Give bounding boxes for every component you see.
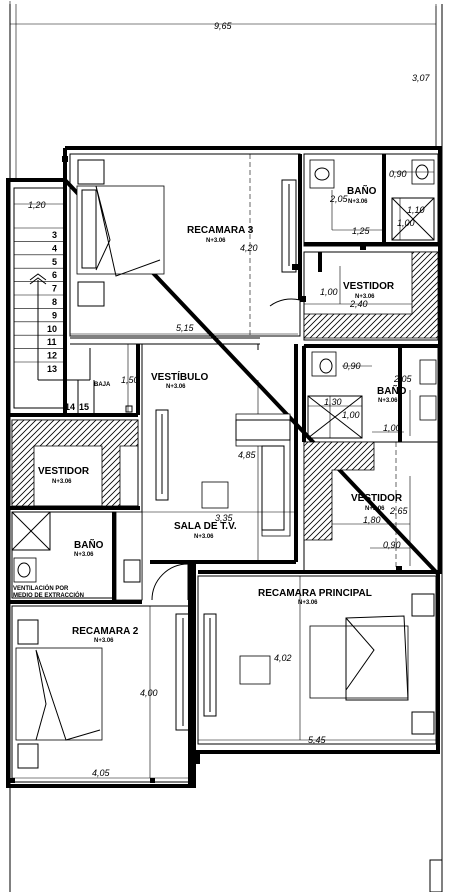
- vestidor-top-area: [269, 251, 439, 341]
- room-label-recamara-2: RECAMARA 2: [72, 626, 139, 637]
- property-outline: [9, 1, 443, 892]
- stairs: [13, 187, 95, 414]
- level-recamara-principal: N+3.06: [298, 600, 318, 606]
- sofa-sala: [235, 413, 291, 537]
- stair-step-number: 13: [47, 364, 57, 374]
- stair-step-numbers: 3 4 5 6 7 8 9 10 11 12 13 14 15: [47, 230, 89, 412]
- dim-bano-top-w1: 0,90: [389, 169, 407, 179]
- dim-vest-right-door: 0,90: [383, 540, 401, 550]
- dim-bano-top-w2: 1,25: [352, 226, 371, 236]
- dim-vest-right-w: 1,80: [363, 515, 381, 525]
- room-label-bano-left: BAÑO: [74, 538, 104, 551]
- dim-vestibulo-w: 1,50: [121, 375, 139, 385]
- level-bano-mid: N+3.06: [378, 398, 398, 404]
- level-recamara-2: N+3.06: [94, 638, 114, 644]
- room-label-bano-mid: BAÑO: [377, 384, 407, 397]
- dim-sala-depth: 4,85: [238, 450, 257, 460]
- bano-left-area: [8, 511, 189, 604]
- sink-bano-mid-2: [419, 395, 437, 421]
- dim-shower-mid-h: 1,00: [342, 410, 360, 420]
- dim-stair-width: 1,20: [28, 200, 46, 210]
- stair-step-number: 6: [52, 270, 57, 280]
- bano-top-area: [303, 153, 439, 272]
- dim-rec2-width: 4,05: [92, 768, 111, 778]
- dim-bano-mid-h: 2,05: [393, 374, 413, 384]
- stair-step-number: 12: [47, 351, 57, 361]
- column-markers: [10, 156, 402, 783]
- vestidor-right-area: [303, 441, 439, 573]
- stair-step-number: 9: [52, 310, 57, 320]
- stair-step-number: 10: [47, 324, 57, 334]
- room-label-bano-top: BAÑO: [347, 184, 377, 197]
- room-label-vestidor-right: VESTIDOR: [351, 493, 403, 504]
- room-label-recamara-3: RECAMARA 3: [187, 225, 254, 236]
- dim-bano-mid-w: 0,90: [343, 361, 361, 371]
- dim-bano-mid-door: 1,00: [383, 423, 401, 433]
- level-vestidor-top: N+3.06: [355, 294, 375, 300]
- level-vestidor-left: N+3.06: [52, 479, 72, 485]
- level-vestibulo: N+3.06: [166, 384, 186, 390]
- note-ventilacion-2: MEDIO DE EXTRACCIÓN: [13, 591, 84, 599]
- sink-bano-left: [115, 511, 143, 601]
- room-label-vestidor-left: VESTIDOR: [38, 466, 90, 477]
- stair-step-number: 7: [52, 284, 57, 294]
- bed-principal: [309, 625, 409, 699]
- note-ventilacion-1: VENTILACIÓN POR: [13, 584, 69, 592]
- bed-recamara-2: [15, 647, 103, 741]
- dim-rec3-depth: 4,20: [240, 243, 258, 253]
- dim-setback: 3,07: [412, 73, 431, 83]
- stair-step-number: 15: [79, 402, 89, 412]
- vestidor-left-area: [8, 419, 140, 510]
- dim-overall-width: 9,65: [214, 21, 233, 31]
- dim-vest-top-width: 2,40: [349, 299, 368, 309]
- level-sala-tv: N+3.06: [194, 534, 214, 540]
- sink-bano-mid-1: [419, 359, 437, 385]
- desk-principal: [239, 655, 271, 685]
- coffee-table: [201, 481, 229, 509]
- stair-step-number: 4: [52, 243, 57, 253]
- dim-shower-mid-w: 1,30: [324, 397, 342, 407]
- bed-recamara-3: [76, 185, 165, 275]
- level-bano-top: N+3.06: [348, 199, 368, 205]
- room-label-recamara-principal: RECAMARA PRINCIPAL: [258, 588, 372, 599]
- toilet-bano-left: [13, 557, 37, 583]
- bano-mid-area: [302, 344, 439, 443]
- stair-direction-label: BAJA: [94, 382, 111, 388]
- dim-rec3-width: 5,15: [176, 323, 195, 333]
- dim-shower-top-w: 1,00: [397, 218, 415, 228]
- stair-step-number: 5: [52, 257, 57, 267]
- room-label-vestidor-top: VESTIDOR: [343, 281, 395, 292]
- level-bano-left: N+3.06: [74, 552, 94, 558]
- recamara-3-area: [69, 153, 302, 345]
- dim-vest-right-h: 2,65: [389, 506, 409, 516]
- dim-principal-depth: 4,02: [274, 653, 292, 663]
- dim-shower-top-h: 1,10: [407, 205, 425, 215]
- dim-bano-top-h: 2,05: [329, 194, 349, 204]
- level-vestidor-right: N+3.06: [365, 506, 385, 512]
- dim-rec2-depth: 4,00: [140, 688, 158, 698]
- stair-step-number: 11: [47, 337, 57, 347]
- recamara-2-area: [11, 562, 193, 786]
- stair-step-number: 3: [52, 230, 57, 240]
- dim-sala-width: 3,35: [215, 513, 234, 523]
- level-recamara-3: N+3.06: [206, 238, 226, 244]
- vestibulo-sala-area: [125, 344, 298, 600]
- sink-bano-top: [309, 159, 335, 189]
- recamara-principal-area: [192, 562, 437, 762]
- dim-principal-width: 5,45: [308, 735, 327, 745]
- dim-vest-top-depth: 1,00: [320, 287, 338, 297]
- stair-step-number: 14: [65, 402, 75, 412]
- room-label-sala-tv: SALA DE T.V.: [174, 521, 237, 532]
- stair-step-number: 8: [52, 297, 57, 307]
- room-label-vestibulo: VESTÍBULO: [151, 370, 208, 383]
